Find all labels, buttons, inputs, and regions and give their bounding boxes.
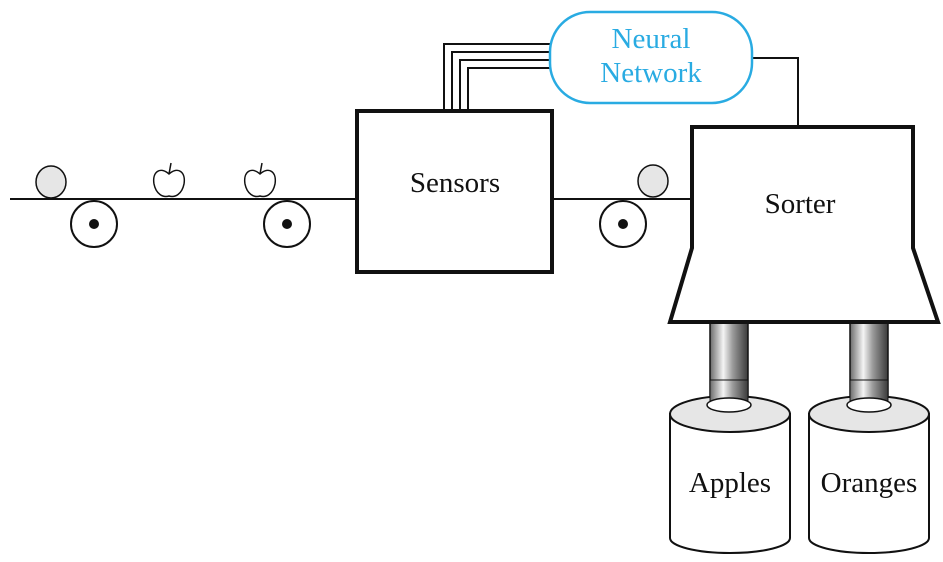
neural-network-box: [548, 10, 754, 105]
control-wire: [752, 57, 799, 127]
roller: [263, 200, 311, 248]
apples-bin: [669, 379, 791, 554]
apples-label: Apples: [689, 467, 771, 499]
sensor-wires: [443, 43, 550, 111]
roller: [599, 200, 647, 248]
sorter-box: [667, 125, 941, 324]
orange-icon: [637, 164, 669, 198]
oranges-label: Oranges: [821, 467, 918, 499]
apple-icon: [152, 162, 186, 198]
apple-icon: [243, 162, 277, 198]
neural-network-label-line2: Network: [600, 57, 702, 89]
sorter-label: Sorter: [765, 188, 836, 220]
oranges-bin: [808, 379, 930, 554]
roller: [70, 200, 118, 248]
neural-network-label-line1: Neural: [612, 23, 691, 55]
sensors-label: Sensors: [410, 167, 500, 199]
sensors-box: [355, 109, 554, 274]
orange-icon: [35, 165, 67, 199]
